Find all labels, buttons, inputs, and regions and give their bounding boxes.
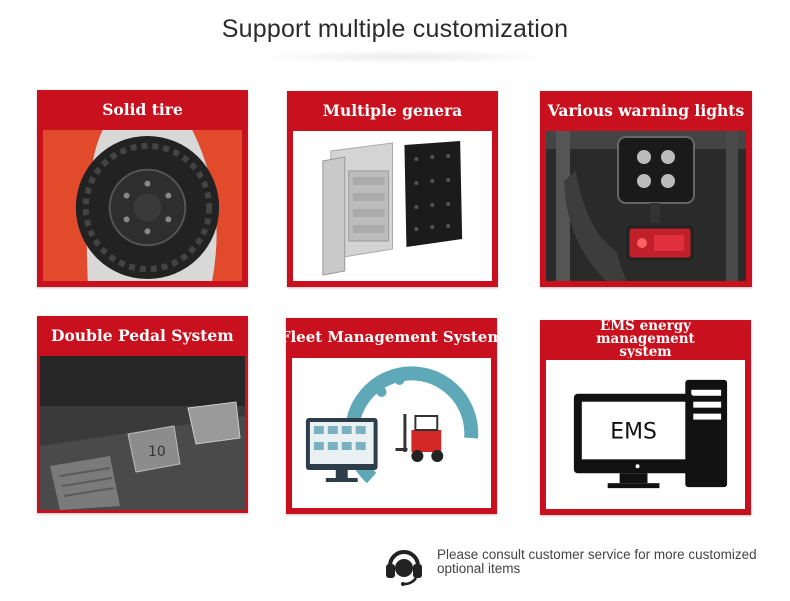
headset-icon xyxy=(382,542,426,586)
card-label: Various warning lights xyxy=(547,100,745,120)
attachment-image xyxy=(293,131,492,281)
card-double-pedal[interactable]: Double Pedal System 10 xyxy=(37,316,248,513)
ems-screen-text: EMS xyxy=(610,419,657,444)
title-shadow xyxy=(255,50,555,64)
svg-text:10: 10 xyxy=(148,444,166,460)
card-label: Fleet Management System xyxy=(286,328,497,346)
pedal-image: 10 xyxy=(40,356,245,510)
warning-lights-image xyxy=(546,131,746,281)
card-label: Multiple genera xyxy=(322,100,463,120)
solid-tire-image xyxy=(43,130,242,281)
card-label: Solid tire xyxy=(102,99,183,119)
card-solid-tire[interactable]: Solid tire xyxy=(37,90,248,287)
fleet-management-image xyxy=(292,358,491,508)
card-ems[interactable]: EMS energy management system EMS xyxy=(540,320,751,515)
card-multiple-genera[interactable]: Multiple genera xyxy=(287,91,498,287)
footer-note: Please consult customer service for more… xyxy=(437,547,757,576)
page-title: Support multiple customization xyxy=(221,15,569,43)
ems-image: EMS xyxy=(546,360,745,509)
card-label: Double Pedal System xyxy=(51,325,234,345)
card-warning-lights[interactable]: Various warning lights xyxy=(540,91,752,287)
card-label: EMS energy management system xyxy=(540,320,751,358)
card-label-text: EMS energy management system xyxy=(596,320,695,358)
card-fleet-management[interactable]: Fleet Management System xyxy=(286,318,497,514)
